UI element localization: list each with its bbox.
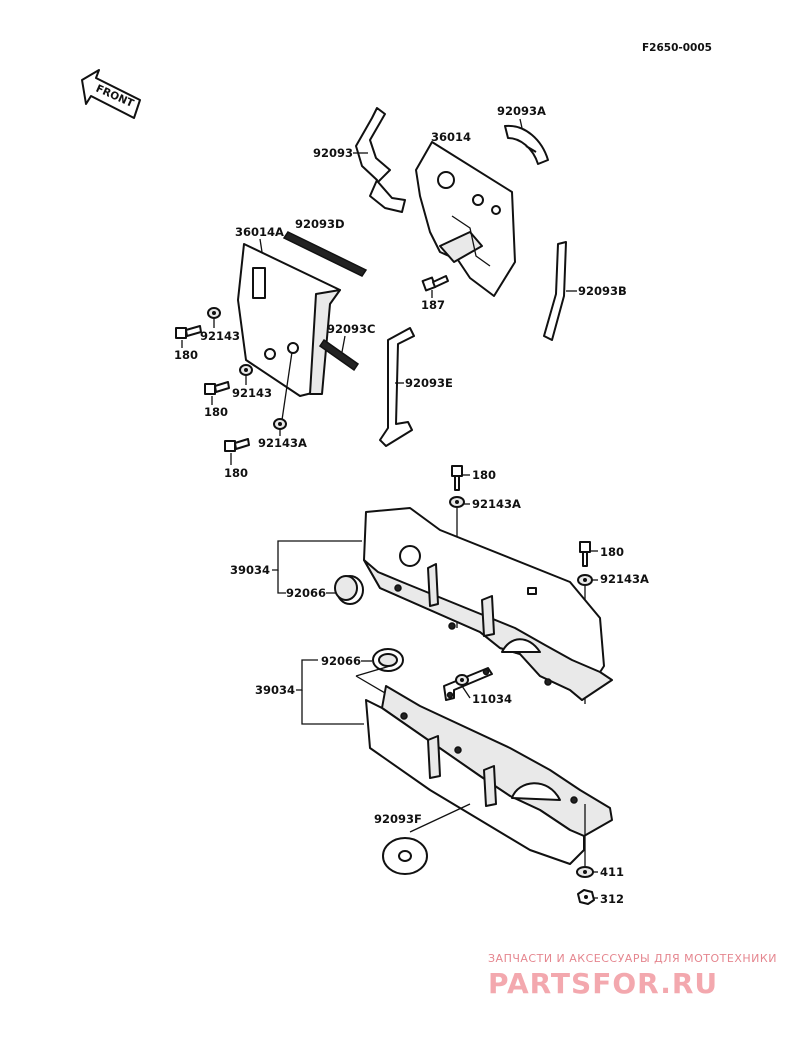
label-92066-1: 92066 <box>286 586 326 600</box>
washer-92143A-2 <box>449 496 465 508</box>
label-36014: 36014 <box>431 130 471 144</box>
label-92093F: 92093F <box>374 812 422 826</box>
front-arrow-icon: FRONT <box>81 69 141 119</box>
bracket-11034 <box>443 667 493 701</box>
washer-411 <box>576 866 594 878</box>
label-92093D: 92093D <box>295 217 345 231</box>
label-180-1: 180 <box>174 348 198 362</box>
strip-92093C <box>318 338 360 372</box>
bolt-180-1 <box>175 325 202 339</box>
label-92093: 92093 <box>313 146 353 160</box>
label-39034-2: 39034 <box>255 683 295 697</box>
label-92143-2: 92143 <box>232 386 272 400</box>
bracket-92093 <box>355 107 406 213</box>
bolt-180-4 <box>451 465 463 491</box>
bolt-180-5 <box>579 541 591 567</box>
label-180-3: 180 <box>224 466 248 480</box>
gasket-92093E <box>379 327 415 447</box>
bolt-180-3 <box>224 438 250 452</box>
plug-92066-1 <box>334 575 364 605</box>
label-36014A: 36014A <box>235 225 284 239</box>
label-180-4: 180 <box>472 468 496 482</box>
label-92143-1: 92143 <box>200 329 240 343</box>
washer-92143A-3 <box>577 574 593 586</box>
bolt-180-2 <box>204 381 230 395</box>
case-cover-upper-39034 <box>363 507 613 701</box>
cover-plate-36014 <box>415 141 516 297</box>
washer-92143A-1 <box>273 418 287 430</box>
bolt-187 <box>421 275 449 292</box>
label-180-5: 180 <box>600 545 624 559</box>
seal-92066-2 <box>372 648 404 672</box>
strip-92093B <box>543 241 567 341</box>
label-11034: 11034 <box>472 692 512 706</box>
label-92143A-1: 92143A <box>258 436 307 450</box>
washer-92143-2 <box>239 364 253 376</box>
label-92093C: 92093C <box>327 322 375 336</box>
label-180-2: 180 <box>204 405 228 419</box>
label-92066-2: 92066 <box>321 654 361 668</box>
label-92093E: 92093E <box>405 376 453 390</box>
strip-92093D <box>282 231 368 277</box>
diagram-code: F2650-0005 <box>642 42 712 54</box>
label-92143A-2: 92143A <box>472 497 521 511</box>
label-39034-1: 39034 <box>230 563 270 577</box>
label-411: 411 <box>600 865 624 879</box>
washer-92143-1 <box>207 307 221 319</box>
nut-312 <box>577 889 595 905</box>
label-312: 312 <box>600 892 624 906</box>
label-187: 187 <box>421 298 445 312</box>
gasket-92093A <box>504 124 549 165</box>
washer-11034 <box>455 674 469 686</box>
washer-92093F <box>382 837 428 875</box>
cover-36014A <box>237 243 341 397</box>
label-92143A-3: 92143A <box>600 572 649 586</box>
watermark-brand: PARTSFOR.RU <box>488 967 718 1000</box>
case-cover-lower-39034 <box>365 685 613 865</box>
label-92093B: 92093B <box>578 284 627 298</box>
label-92093A: 92093A <box>497 104 546 118</box>
watermark-tagline: ЗАПЧАСТИ И АКСЕССУАРЫ ДЛЯ МОТОТЕХНИКИ <box>488 952 777 965</box>
